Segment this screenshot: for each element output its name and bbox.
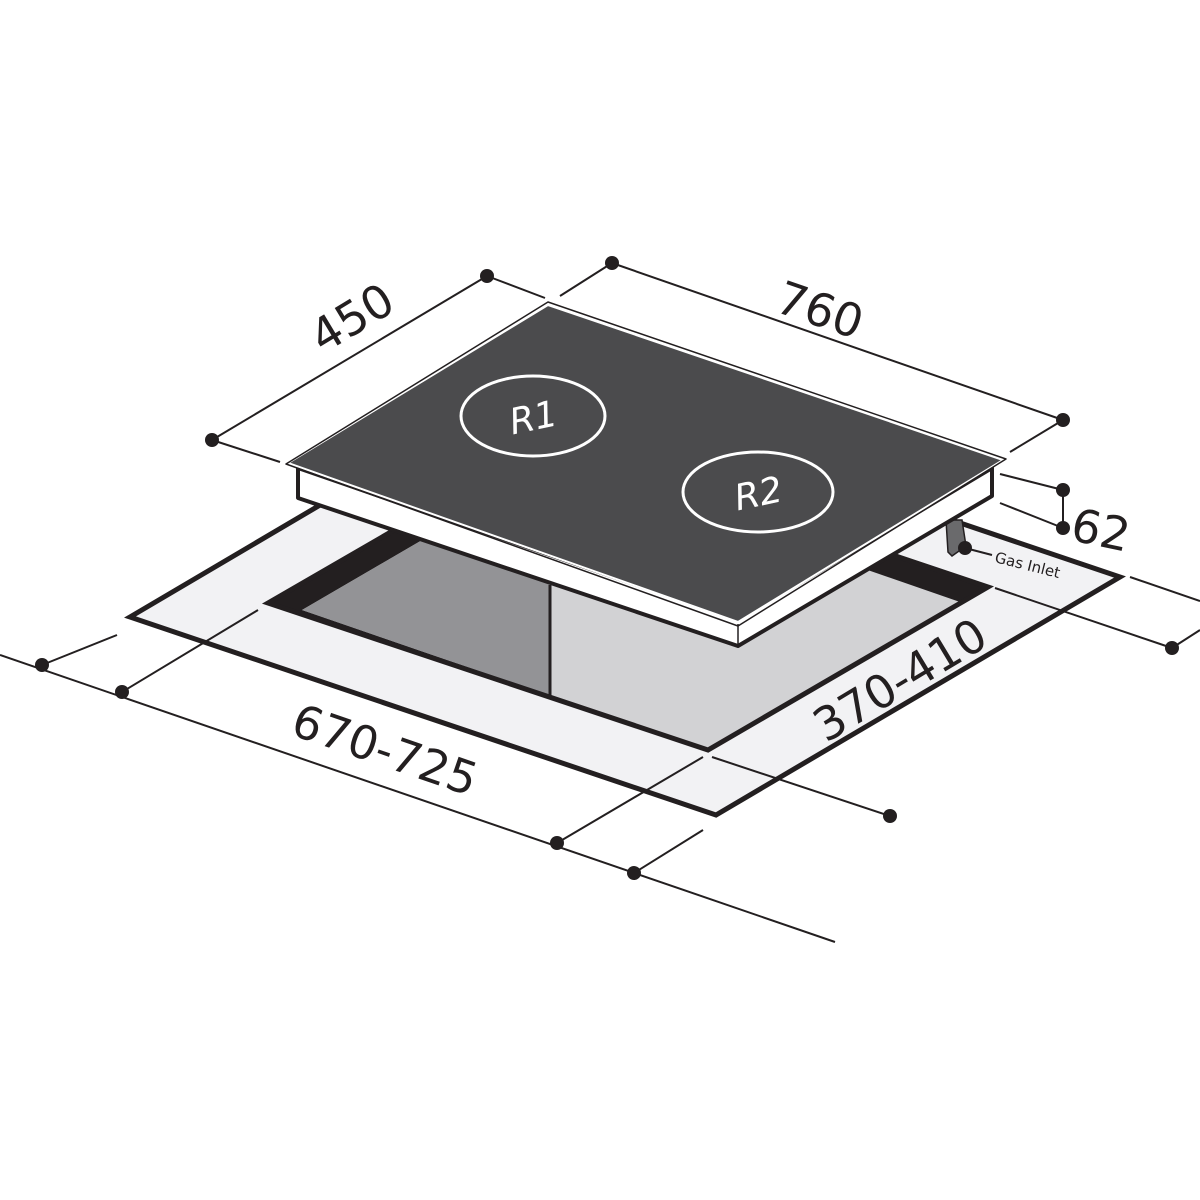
- burner-r2: R2: [681, 450, 835, 534]
- depth-label: 450: [300, 272, 403, 364]
- height-label: 62: [1067, 498, 1135, 563]
- dimension-height: 62: [999, 473, 1135, 563]
- burner-r1-label: R1: [506, 393, 561, 443]
- width-label: 760: [770, 270, 871, 350]
- burner-r2-label: R2: [731, 469, 786, 519]
- burner-r1: R1: [459, 374, 607, 458]
